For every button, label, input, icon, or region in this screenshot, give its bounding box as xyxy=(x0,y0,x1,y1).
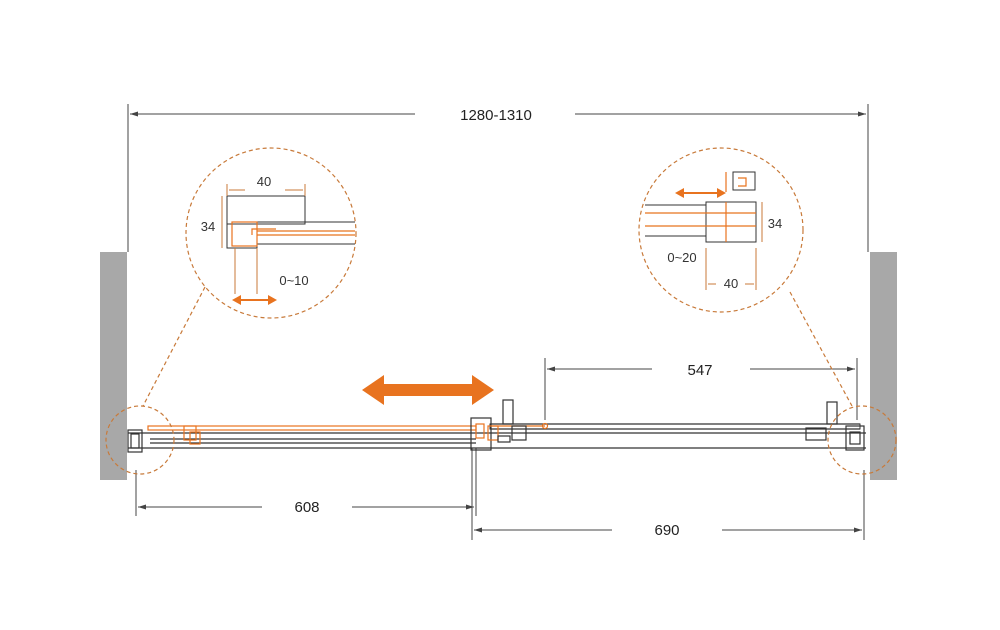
handle-knob xyxy=(541,422,549,430)
left-wall-profile xyxy=(127,429,143,453)
left-bracket xyxy=(183,425,201,445)
left-panel-width-label: 608 xyxy=(294,499,319,516)
right-wall xyxy=(870,252,897,480)
right-detail-depth-label: 34 xyxy=(768,216,782,231)
right-detail-profile xyxy=(645,171,757,243)
opening-dimension xyxy=(544,358,858,420)
right-detail-dims xyxy=(705,202,763,290)
left-detail-inner xyxy=(231,221,355,247)
double-arrow-icon xyxy=(362,375,494,405)
right-panel-dimension xyxy=(471,448,865,540)
overall-width-label: 1280-1310 xyxy=(460,107,532,124)
fixed-glass-panel xyxy=(147,425,477,431)
left-detail-callout xyxy=(105,147,357,475)
left-panel-dimension xyxy=(135,448,477,516)
left-wall xyxy=(100,252,127,480)
top-rail xyxy=(128,423,866,449)
opening-width-label: 547 xyxy=(687,362,712,379)
left-adjust-arrow-icon xyxy=(232,295,277,305)
right-detail-adjust-label: 0~20 xyxy=(667,250,696,265)
overall-dimension xyxy=(127,104,869,252)
right-detail-inner xyxy=(645,172,756,242)
center-hardware xyxy=(470,399,527,451)
left-detail-depth-label: 34 xyxy=(201,219,215,234)
left-detail-adjust-label: 0~10 xyxy=(279,273,308,288)
right-detail-width-label: 40 xyxy=(724,276,738,291)
right-adjust-arrow-icon xyxy=(675,188,726,198)
left-detail-dims xyxy=(221,184,306,294)
right-detail-callout xyxy=(638,147,897,475)
right-panel-width-label: 690 xyxy=(654,522,679,539)
left-detail-width-label: 40 xyxy=(257,174,271,189)
right-bracket xyxy=(805,401,865,451)
